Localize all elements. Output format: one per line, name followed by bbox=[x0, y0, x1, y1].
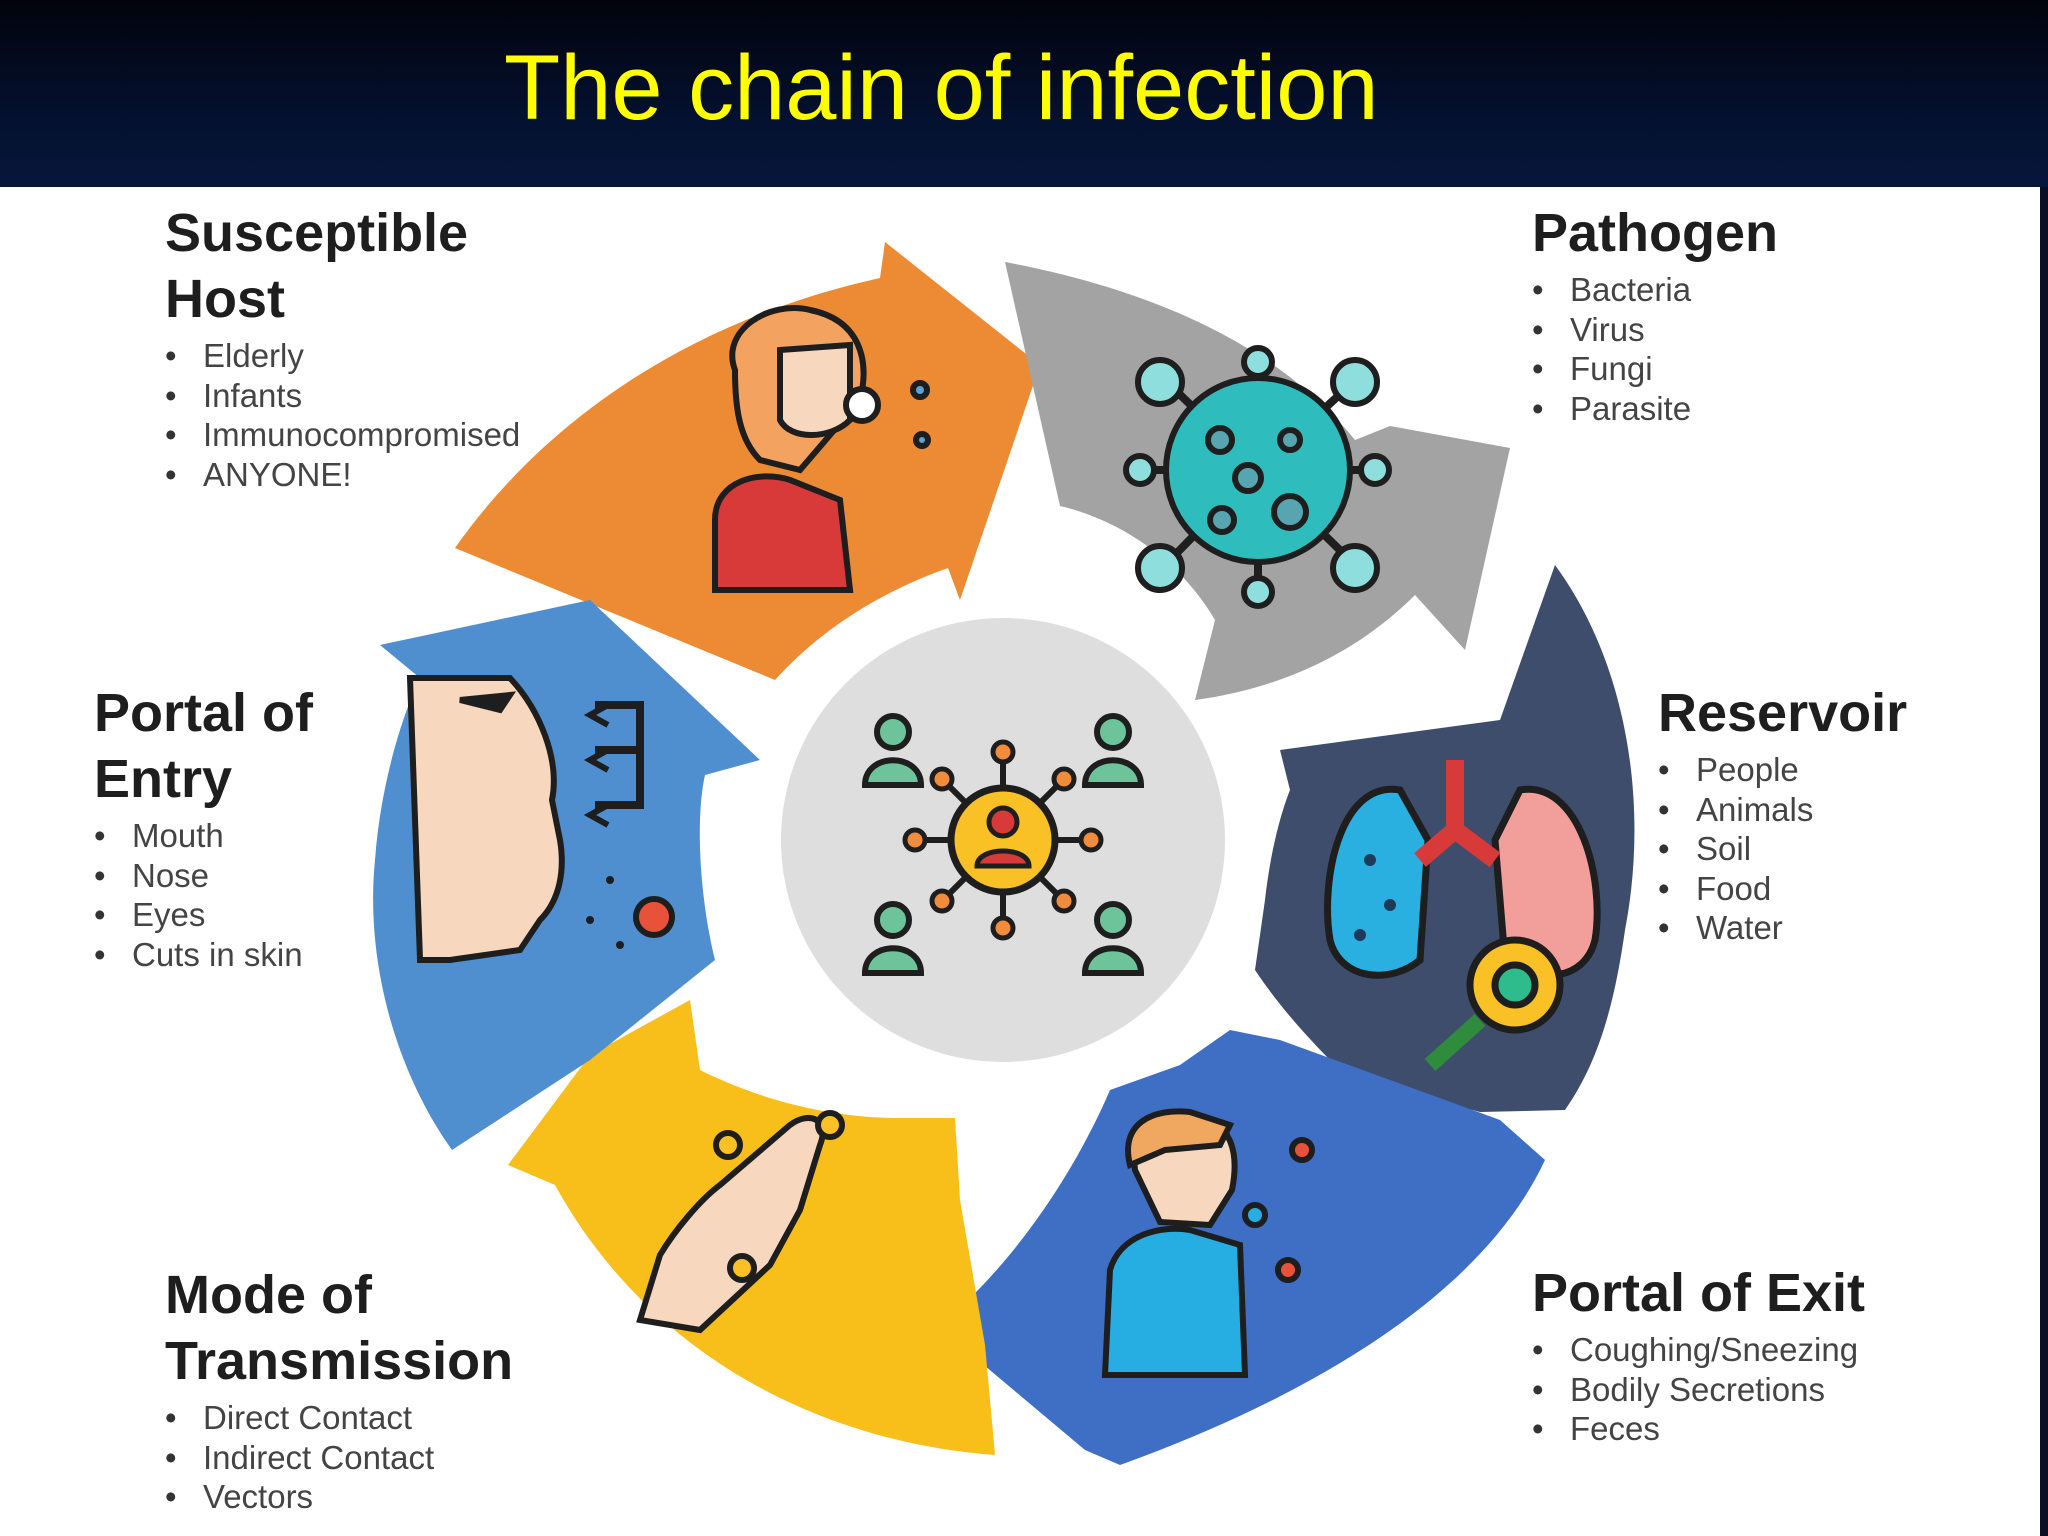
list-item: Fungi bbox=[1532, 349, 1778, 389]
list-item: Bacteria bbox=[1532, 270, 1778, 310]
list-item: Nose bbox=[94, 856, 313, 896]
network-people-icon bbox=[861, 713, 1145, 976]
mode-of-transmission-title-2: Transmission bbox=[165, 1331, 514, 1391]
portal-of-entry-label: Portal of Entry Mouth Nose Eyes Cuts in … bbox=[94, 680, 313, 974]
reservoir-title: Reservoir bbox=[1658, 683, 1908, 743]
list-item: Direct Contact bbox=[165, 1398, 513, 1438]
slide-title: The chain of infection bbox=[504, 37, 1379, 139]
list-item: Vectors bbox=[165, 1477, 513, 1517]
list-item: Parasite bbox=[1532, 389, 1778, 429]
portal-of-entry-title-2: Entry bbox=[94, 749, 233, 809]
portal-of-entry-list: Mouth Nose Eyes Cuts in skin bbox=[94, 816, 313, 974]
right-edge-bar bbox=[2040, 187, 2048, 1536]
portal-of-exit-list: Coughing/Sneezing Bodily Secretions Fece… bbox=[1532, 1330, 1865, 1449]
list-item: Cuts in skin bbox=[94, 935, 313, 975]
list-item: Eyes bbox=[94, 895, 313, 935]
susceptible-host-title-1: Susceptible bbox=[165, 203, 469, 263]
list-item: Infants bbox=[165, 376, 520, 416]
pathogen-list: Bacteria Virus Fungi Parasite bbox=[1532, 270, 1778, 428]
title-bar: The chain of infection bbox=[0, 0, 2048, 187]
portal-of-exit-label: Portal of Exit Coughing/Sneezing Bodily … bbox=[1532, 1260, 1865, 1449]
sneezing-woman-icon bbox=[712, 305, 931, 593]
mode-of-transmission-title-1: Mode of bbox=[165, 1265, 372, 1325]
list-item: Indirect Contact bbox=[165, 1438, 513, 1478]
germy-hands-icon bbox=[636, 1110, 845, 1334]
virus-icon bbox=[1123, 345, 1392, 609]
list-item: Animals bbox=[1658, 790, 1907, 830]
list-item: Coughing/Sneezing bbox=[1532, 1330, 1865, 1370]
list-item: Water bbox=[1658, 908, 1907, 948]
susceptible-host-title-2: Host bbox=[165, 269, 285, 329]
list-item: Bodily Secretions bbox=[1532, 1370, 1865, 1410]
mode-of-transmission-list: Direct Contact Indirect Contact Vectors bbox=[165, 1398, 513, 1517]
list-item: Immunocompromised bbox=[165, 415, 520, 455]
list-item: People bbox=[1658, 750, 1907, 790]
pathogen-label: Pathogen Bacteria Virus Fungi Parasite bbox=[1532, 200, 1778, 428]
reservoir-label: Reservoir People Animals Soil Food Water bbox=[1658, 680, 1907, 948]
list-item: Elderly bbox=[165, 336, 520, 376]
susceptible-host-list: Elderly Infants Immunocompromised ANYONE… bbox=[165, 336, 520, 494]
list-item: Mouth bbox=[94, 816, 313, 856]
list-item: Virus bbox=[1532, 310, 1778, 350]
list-item: Feces bbox=[1532, 1409, 1865, 1449]
reservoir-list: People Animals Soil Food Water bbox=[1658, 750, 1907, 948]
lungs-magnifier-icon bbox=[1324, 760, 1601, 1071]
coughing-man-icon bbox=[1101, 1108, 1315, 1378]
portal-of-exit-title: Portal of Exit bbox=[1532, 1263, 1866, 1323]
face-inhale-icon bbox=[406, 675, 675, 963]
susceptible-host-arrow bbox=[455, 242, 1040, 680]
list-item: Soil bbox=[1658, 829, 1907, 869]
list-item: Food bbox=[1658, 869, 1907, 909]
pathogen-title: Pathogen bbox=[1532, 203, 1779, 263]
susceptible-host-label: Susceptible Host Elderly Infants Immunoc… bbox=[165, 200, 520, 494]
portal-of-entry-title-1: Portal of bbox=[94, 683, 314, 743]
list-item: ANYONE! bbox=[165, 455, 520, 495]
mode-of-transmission-label: Mode of Transmission Direct Contact Indi… bbox=[165, 1262, 513, 1517]
